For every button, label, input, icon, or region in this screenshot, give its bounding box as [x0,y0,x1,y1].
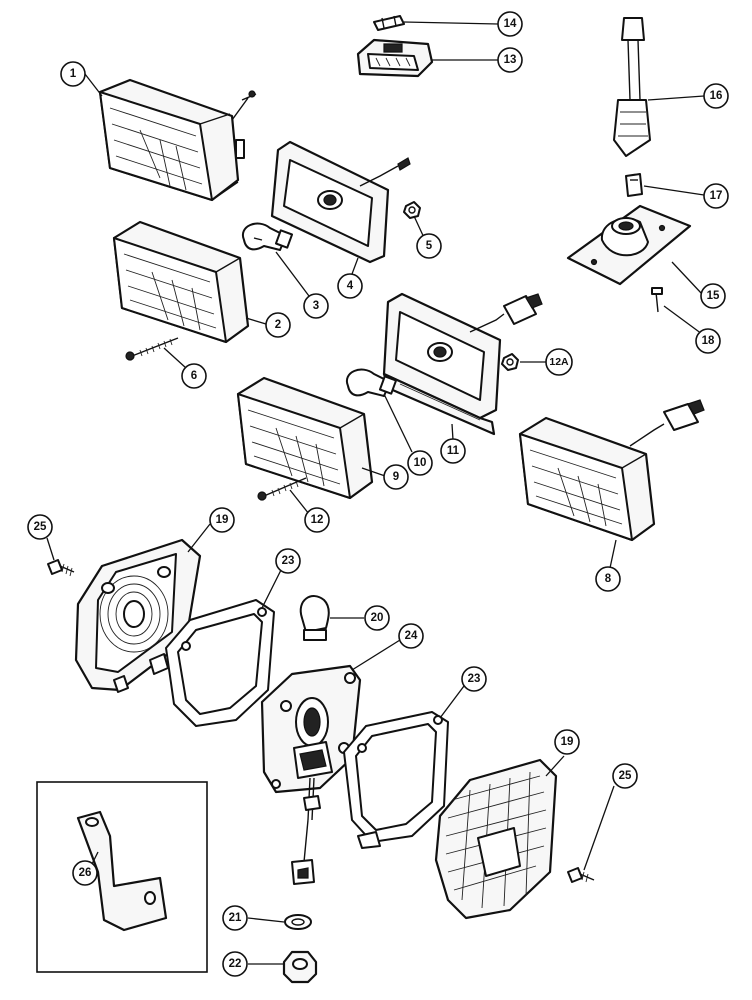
leader-lines [46,21,705,965]
svg-text:19: 19 [561,736,574,748]
callout-13: 13 [497,47,523,73]
svg-text:25: 25 [34,521,47,533]
part-13-license-lamp [356,38,434,78]
part-12a-nut [501,353,519,371]
part-15-socket-base [566,204,692,286]
svg-text:26: 26 [79,867,92,879]
svg-text:12: 12 [311,514,324,526]
part-23-gasket-bottom [343,711,449,849]
part-14-bulb [373,15,405,31]
svg-text:19: 19 [216,514,229,526]
callout-11: 11 [440,438,466,464]
svg-text:23: 23 [468,673,481,685]
callout-19-bottom: 19 [554,729,580,755]
part-12-screw [257,477,307,501]
part-4-frame [270,140,411,264]
callout-22: 22 [222,951,248,977]
part-8-lamp [518,399,705,542]
callout-26: 26 [72,860,98,886]
callout-16: 16 [703,83,729,109]
svg-text:18: 18 [702,335,715,347]
callout-21: 21 [222,905,248,931]
svg-text:21: 21 [229,912,242,924]
callout-8: 8 [595,566,621,592]
callout-23-top: 23 [275,548,301,574]
part-10-bulb [345,368,398,397]
callout-23-bottom: 23 [461,666,487,692]
svg-text:9: 9 [393,471,399,483]
svg-text:6: 6 [191,370,197,382]
part-24-reflector-mount [260,664,362,885]
part-11-frame [382,292,502,436]
svg-text:4: 4 [347,280,354,292]
part-5-nut [403,201,421,219]
part-17-bulb [625,173,643,197]
callout-9: 9 [383,464,409,490]
svg-text:15: 15 [707,290,720,302]
part-6-screw [125,337,179,361]
part-18-screw [651,287,663,313]
part-25-bolt-right [567,867,595,883]
callout-5: 5 [416,233,442,259]
callout-12a: 12A [545,348,573,376]
svg-text:11: 11 [447,445,460,457]
callout-25-right: 25 [612,763,638,789]
callout-14: 14 [497,11,523,37]
svg-text:3: 3 [313,300,319,312]
svg-text:14: 14 [504,18,517,30]
svg-text:1: 1 [70,68,77,80]
svg-text:23: 23 [282,555,295,567]
part-25-bolt-left [47,559,75,577]
part-19-lens-front [434,758,558,920]
svg-text:25: 25 [619,770,632,782]
svg-text:5: 5 [426,240,433,252]
part-26-inset-box [36,781,208,973]
svg-text:2: 2 [275,319,281,331]
part-16-socket-harness [613,17,651,157]
svg-text:10: 10 [414,457,427,469]
callout-18: 18 [695,328,721,354]
callout-17: 17 [703,183,729,209]
svg-text:22: 22 [229,958,242,970]
callout-4: 4 [337,273,363,299]
svg-text:16: 16 [710,90,723,102]
svg-text:24: 24 [405,630,418,642]
part-2-lamp [112,220,250,344]
part-11-connector [469,293,543,333]
callout-19-top: 19 [209,507,235,533]
part-9-lamp [236,376,374,500]
part-1-lamp [98,78,257,202]
callout-15: 15 [700,283,726,309]
part-21-lock-washer [284,914,312,930]
callout-2: 2 [265,312,291,338]
callout-12: 12 [304,507,330,533]
callout-6: 6 [181,363,207,389]
svg-text:8: 8 [605,573,612,585]
callout-1: 1 [60,61,86,87]
callout-24: 24 [398,623,424,649]
part-20-bulb [299,595,330,641]
callout-10: 10 [407,450,433,476]
svg-text:12A: 12A [549,356,569,368]
svg-text:17: 17 [710,190,723,202]
callout-20: 20 [364,605,390,631]
part-22-nut [282,950,318,984]
part-3-bulb [241,222,294,251]
svg-text:20: 20 [371,612,384,624]
callout-25-left: 25 [27,514,53,540]
callout-3: 3 [303,293,329,319]
part-23-gasket-top [165,599,275,727]
svg-text:13: 13 [504,54,517,66]
